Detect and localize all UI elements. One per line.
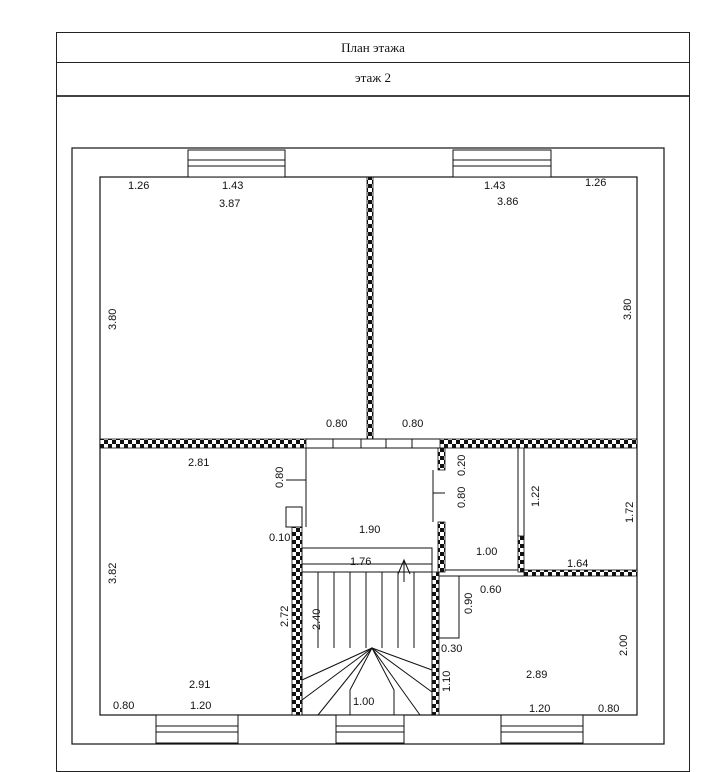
dim-top-right-window: 1.43 [484, 180, 505, 192]
dim-hall-width: 1.90 [359, 524, 380, 536]
dim-door-060: 0.60 [480, 584, 501, 596]
dim-bottom-left-width: 2.91 [189, 679, 210, 691]
staircase [301, 547, 433, 716]
wall-bath-bottom [523, 569, 638, 577]
dim-door-right: 0.80 [402, 418, 423, 430]
dim-top-left-offset: 1.26 [128, 180, 149, 192]
dim-bath-width: 1.00 [476, 546, 497, 558]
window-top-left [187, 149, 286, 178]
hall-door-leaf [285, 506, 303, 528]
window-top-right [452, 149, 552, 178]
dim-bottom-left-window: 1.20 [190, 700, 211, 712]
wall-horizontal-right [439, 438, 638, 449]
dim-door-left: 0.80 [326, 418, 347, 430]
dim-bottom-left-room-width: 2.81 [188, 457, 209, 469]
dim-door-090: 0.90 [463, 593, 475, 614]
wall-stair-left [291, 526, 303, 716]
wall-horizontal-left [99, 438, 307, 449]
window-bottom-middle [335, 714, 405, 744]
dim-right-small-width: 1.64 [567, 558, 588, 570]
dim-stair-width: 1.76 [350, 556, 371, 568]
wall-bath-left [437, 447, 446, 471]
floor-label: этаж 2 [57, 63, 689, 97]
dim-bath-inner-height: 1.22 [530, 486, 542, 507]
dim-stair-inner-height: 2.40 [311, 609, 323, 630]
dim-stair-bottom-width: 1.00 [353, 696, 374, 708]
dim-bottom-right-room-height: 2.00 [618, 635, 630, 656]
dim-door-030: 0.30 [441, 643, 462, 655]
dim-bath-outer-height: 1.72 [624, 502, 636, 523]
dim-top-right-offset: 1.26 [585, 177, 606, 189]
dim-bottom-right-width: 2.89 [526, 669, 547, 681]
outer-wall-outer-line [71, 147, 665, 745]
dim-hall-door-height: 0.80 [274, 467, 286, 488]
dim-bottom-left-room-height: 3.82 [107, 563, 119, 584]
window-bottom-right [500, 714, 584, 744]
window-bottom-left [155, 714, 239, 744]
dim-bottom-left-offset: 0.80 [113, 700, 134, 712]
wall-bath-right [517, 535, 525, 573]
dim-right-room-height: 3.80 [622, 299, 634, 320]
wall-stair-right [431, 571, 440, 716]
dim-stair-flight-height: 2.72 [279, 606, 291, 627]
dim-bath-door-height: 0.80 [456, 487, 468, 508]
wall-vertical-center-top [366, 176, 374, 440]
dim-bottom-right-offset: 0.80 [598, 703, 619, 715]
dim-bottom-right-window: 1.20 [529, 703, 550, 715]
dim-top-left-room: 3.87 [219, 198, 240, 210]
dim-top-left-window: 1.43 [222, 180, 243, 192]
plan-title: План этажа [57, 33, 689, 63]
wall-bath-left-lower [437, 521, 446, 573]
bath-lower-door [438, 575, 460, 639]
dim-bath-door-offset: 0.20 [456, 455, 468, 476]
dim-landing-height: 1.10 [441, 671, 453, 692]
dim-top-right-room: 3.86 [497, 196, 518, 208]
dim-left-room-height: 3.80 [107, 309, 119, 330]
dim-hall-wall-offset: 0.10 [269, 532, 290, 544]
